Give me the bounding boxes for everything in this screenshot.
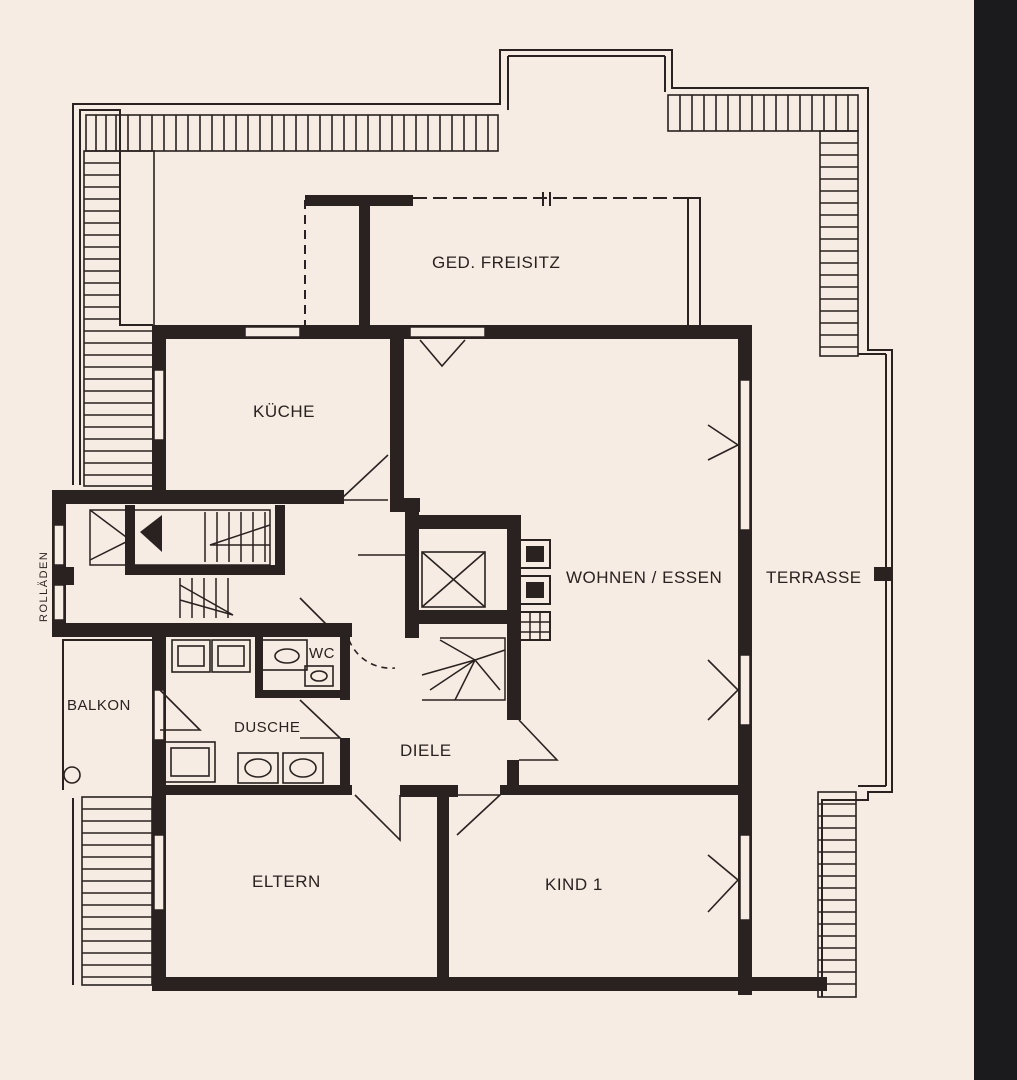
label-terrasse: TERRASSE [766, 568, 862, 587]
label-wc: WC [309, 645, 335, 662]
label-kind-1: KIND 1 [545, 875, 603, 894]
sanitary-fixtures [63, 639, 334, 784]
door-swings [159, 339, 740, 913]
stairs [89, 509, 506, 701]
label-balkon: BALKON [67, 697, 131, 714]
label-eltern: ELTERN [252, 872, 321, 891]
windows [53, 326, 751, 921]
stair-arrow-icon [140, 515, 162, 552]
label-kueche: KÜCHE [253, 402, 315, 421]
room-labels: GED. FREISITZ KÜCHE WOHNEN / ESSEN TERRA… [38, 253, 862, 894]
rolladen-box [52, 567, 74, 585]
chimney-flues [519, 539, 551, 641]
label-wohnen-essen: WOHNEN / ESSEN [566, 568, 722, 587]
walls [52, 325, 827, 995]
label-diele: DIELE [400, 741, 452, 760]
railings [81, 94, 859, 998]
label-freisitz: GED. FREISITZ [432, 253, 560, 272]
shaft [421, 551, 486, 608]
dark-page-edge [974, 0, 1017, 1080]
sliding-door [394, 371, 403, 413]
terrace-post [874, 567, 892, 581]
label-rollaeden: ROLLÄDEN [38, 551, 50, 622]
label-dusche: DUSCHE [234, 719, 300, 736]
